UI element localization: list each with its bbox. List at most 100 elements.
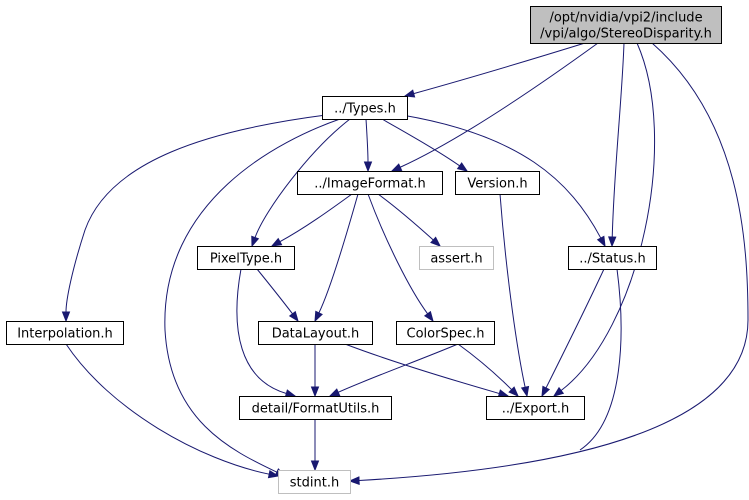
node-stdint[interactable]: stdint.h [278,470,351,494]
arrowhead [456,162,469,172]
edge-line [338,343,459,393]
node-box [568,246,657,270]
edge-line [164,118,341,473]
node-box [258,321,373,345]
edge-imageformat-to-pixeltype [270,193,353,247]
edge-version-to-export [499,193,530,398]
node-box [396,321,495,345]
arrowhead [508,386,519,397]
arrowhead [328,388,341,397]
edge-line [399,42,599,168]
arrowhead [61,311,71,323]
edge-line [65,343,270,475]
edge-imageformat-to-colorspec [367,193,434,323]
edge-datalayout-to-formatutils [310,344,320,398]
edge-line [381,118,460,167]
edge-types-to-interpolation [61,114,327,323]
edge-status-to-export [541,268,605,398]
edge-line [318,193,359,314]
node-label: assert.h [430,252,482,267]
node-root[interactable]: /opt/nvidia/vpi2/include/vpi/algo/Stereo… [530,6,722,44]
arrowhead [348,476,360,486]
node-box [6,321,124,345]
node-box [455,171,540,195]
edge-line [499,193,526,388]
node-interpolation[interactable]: Interpolation.h [6,321,124,345]
arrowhead [251,235,260,248]
node-types[interactable]: ../Types.h [322,96,408,120]
edge-line [279,193,353,243]
arrowhead [267,469,280,479]
edge-imageformat-to-assert [377,193,442,247]
arrowhead [363,161,373,173]
node-label: ../Export.h [502,402,570,417]
arrowhead [497,389,510,398]
node-label: /vpi/algo/StereoDisparity.h [540,27,712,42]
edge-root-to-export [552,42,655,397]
edge-types-to-imageformat [363,118,373,173]
edge-line [358,42,749,481]
edge-line [560,42,655,391]
edge-colorspec-to-export [457,343,519,397]
node-imageformat[interactable]: ../ImageFormat.h [297,171,443,195]
node-label: ../ImageFormat.h [314,177,426,192]
node-label: ../Types.h [334,102,396,117]
arrowhead [430,236,442,247]
edge-types-to-version [381,118,469,172]
edge-formatutils-to-stdint [310,419,320,472]
arrowhead [520,385,530,398]
arrowhead [284,389,297,398]
edge-line [457,343,512,390]
edge-root-to-status [608,42,625,248]
edge-line [256,268,293,315]
edge-imageformat-to-datalayout [314,193,359,323]
node-label: detail/FormatUtils.h [252,402,380,417]
node-label: PixelType.h [210,252,282,267]
arrowhead [314,310,323,323]
edge-datalayout-to-export [344,343,510,398]
arrowhead [403,89,416,98]
arrowhead [541,385,551,398]
arrowhead [310,386,320,398]
edges-layer [61,42,749,486]
edge-pixeltype-to-datalayout [256,268,299,323]
edge-types-to-status [401,114,606,248]
node-box [530,6,722,44]
node-box [322,96,408,120]
node-colorspec[interactable]: ColorSpec.h [396,321,495,345]
node-formatutils[interactable]: detail/FormatUtils.h [239,396,392,420]
arrowhead [423,310,434,323]
edge-root-to-imageformat [390,42,599,172]
arrowhead [390,163,403,172]
node-box [486,396,585,420]
node-box [197,246,295,270]
edge-line [236,268,287,394]
node-status[interactable]: ../Status.h [568,246,657,270]
node-label: stdint.h [290,476,339,491]
arrowhead [552,386,565,397]
edge-pixeltype-to-formatutils [236,268,297,398]
node-assert[interactable]: assert.h [419,246,494,270]
node-export[interactable]: ../Export.h [486,396,585,420]
node-box [297,171,443,195]
node-label: DataLayout.h [272,327,360,342]
node-label: ../Status.h [579,252,645,267]
edge-line [377,193,434,241]
edge-line [365,118,369,163]
edge-line [344,343,500,394]
edge-line [413,42,586,95]
node-pixeltype[interactable]: PixelType.h [197,246,295,270]
edge-line [545,268,605,389]
node-label: ColorSpec.h [407,327,485,342]
edge-line [254,118,351,238]
edge-status-to-stdint [348,268,622,486]
edge-line [65,114,327,313]
node-version[interactable]: Version.h [455,171,540,195]
edge-line [401,114,602,239]
edge-interpolation-to-stdint [65,343,280,479]
arrowhead [270,237,283,247]
node-label: Version.h [467,177,527,192]
edge-types-to-pixeltype [251,118,351,248]
node-datalayout[interactable]: DataLayout.h [258,321,373,345]
